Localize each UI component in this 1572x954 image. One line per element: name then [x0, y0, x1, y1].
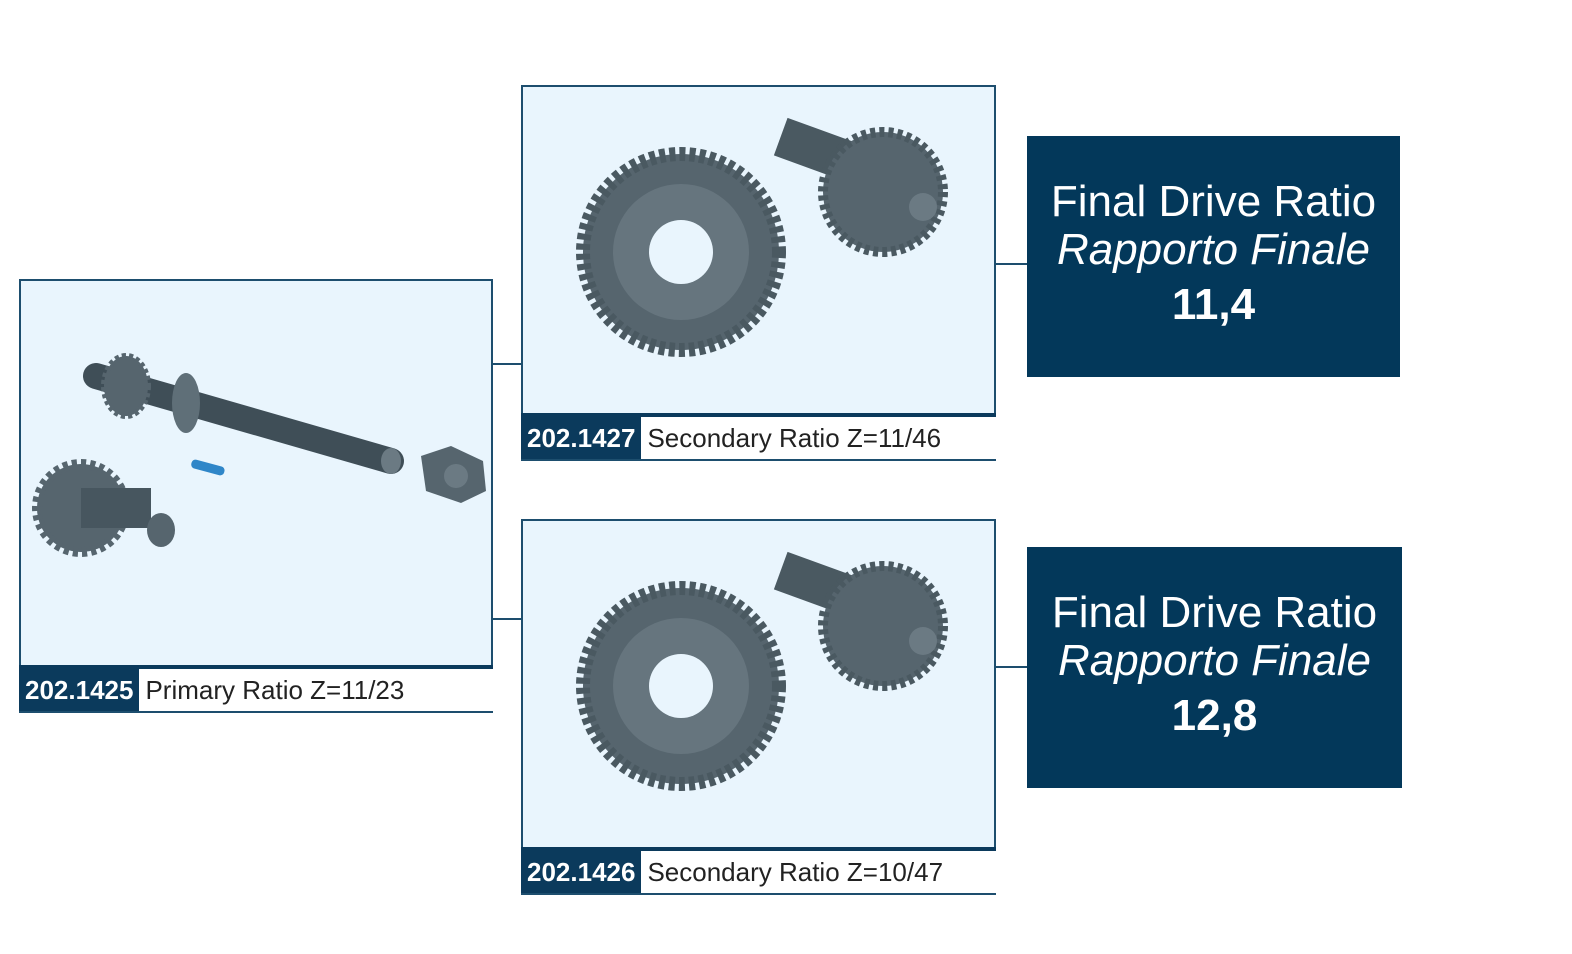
final-drive-ratio-box-1: Final Drive Ratio Rapporto Finale 11,4	[1027, 136, 1400, 377]
final-drive-value: 12,8	[1171, 690, 1258, 740]
part-code: 202.1425	[19, 669, 140, 711]
secondary-gear-panel-1	[521, 85, 996, 415]
small-gear-icon	[773, 551, 948, 691]
final-drive-ratio-box-2: Final Drive Ratio Rapporto Finale 12,8	[1027, 547, 1402, 788]
final-drive-title: Final Drive Ratio	[1051, 587, 1378, 637]
final-drive-subtitle: Rapporto Finale	[1056, 224, 1371, 274]
part-description: Primary Ratio Z=11/23	[145, 674, 405, 705]
secondary-gear-panel-2	[521, 519, 996, 849]
large-gear-icon	[576, 147, 786, 357]
pin-icon	[191, 459, 225, 476]
part-description: Secondary Ratio Z=10/47	[647, 856, 944, 887]
part-code: 202.1426	[521, 851, 642, 893]
primary-shaft-icon	[83, 353, 404, 474]
part-description: Secondary Ratio Z=11/46	[647, 422, 942, 453]
final-drive-value: 11,4	[1171, 279, 1256, 329]
primary-gear-panel	[19, 279, 493, 667]
final-drive-subtitle: Rapporto Finale	[1057, 635, 1372, 685]
secondary-gears-illustration	[576, 551, 948, 791]
secondary-label-1: 202.1427 Secondary Ratio Z=11/46	[521, 413, 996, 461]
connector-secondary-1-to-final	[995, 263, 1028, 265]
part-code: 202.1427	[521, 417, 642, 459]
primary-gear-icon	[32, 459, 175, 557]
connector-primary-to-secondary-1	[492, 363, 522, 365]
primary-label: 202.1425 Primary Ratio Z=11/23	[19, 665, 493, 713]
secondary-label-2: 202.1426 Secondary Ratio Z=10/47	[521, 847, 996, 895]
connector-secondary-2-to-final	[995, 666, 1028, 668]
primary-shaft-illustration	[32, 353, 486, 557]
final-drive-title: Final Drive Ratio	[1050, 176, 1377, 226]
small-gear-icon	[773, 117, 948, 257]
secondary-gears-illustration	[576, 117, 948, 357]
large-gear-icon	[576, 581, 786, 791]
connector-primary-to-secondary-2	[492, 618, 522, 620]
